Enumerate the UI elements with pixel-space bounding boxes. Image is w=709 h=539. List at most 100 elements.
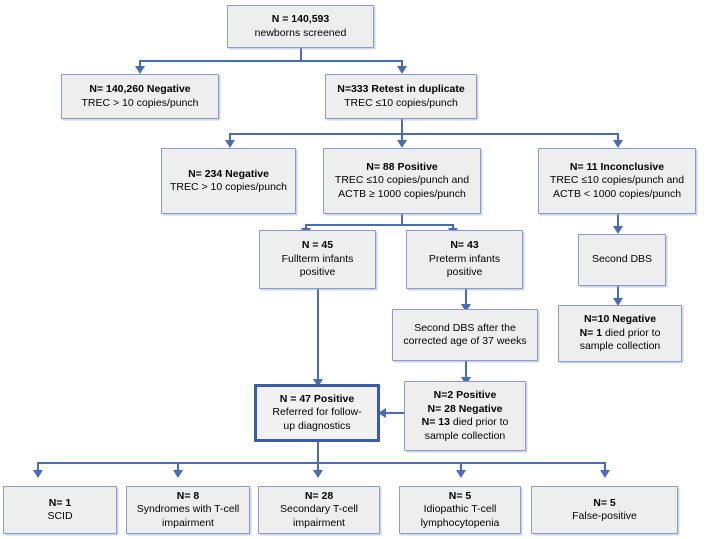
connector-pos47-stem	[317, 442, 319, 462]
connector-retest-b3	[617, 133, 619, 142]
node-line: up diagnostics	[283, 419, 351, 432]
node-line: N = 47 Positive	[279, 392, 355, 405]
node-line-composite: N= 13 died prior to	[422, 416, 509, 430]
node-secondary-t-cell[interactable]: N= 28 Secondary T-cell impairment	[258, 486, 380, 534]
node-line: SCID	[47, 510, 73, 522]
node-line: positive	[446, 266, 483, 279]
arrow-to-secondary	[313, 470, 323, 478]
arrow-to-positive-88	[397, 140, 407, 148]
node-line: Second DBS	[591, 253, 653, 266]
node-line: ACTB ≥ 1000 copies/punch	[338, 187, 466, 200]
node-line: TREC ≤10 copies/punch and	[549, 174, 685, 187]
arrow-to-false-positive	[600, 470, 610, 478]
node-line: ACTB < 1000 copies/punch	[552, 187, 682, 200]
connector-seconddbs-to-neg10	[617, 286, 619, 302]
node-preterm-43[interactable]: N= 43 Preterm infants positive	[406, 230, 523, 289]
node-positive-47-referred[interactable]: N = 47 Positive Referred for follow- up …	[254, 384, 380, 442]
node-second-dbs-37-weeks[interactable]: Second DBS after the corrected age of 37…	[392, 309, 538, 361]
node-false-positive[interactable]: N= 5 False-positive	[531, 486, 678, 534]
connector-retest-b2	[401, 133, 403, 142]
node-line: newborns screened	[254, 26, 347, 39]
connector-inconclusive-to-seconddbs	[617, 214, 619, 230]
node-newborns-screened[interactable]: N = 140,593 newborns screened	[227, 5, 374, 48]
node-line: N = 140,593	[271, 13, 330, 25]
arrow-left-to-positive-47	[378, 408, 386, 418]
node-scid[interactable]: N= 1 SCID	[3, 486, 117, 534]
connector-retest-b1	[229, 133, 231, 142]
connector-root-right-drop	[401, 60, 403, 68]
node-line: Referred for follow-	[272, 406, 362, 419]
node-line: N= 28	[304, 489, 334, 502]
node-line: impairment	[293, 516, 345, 529]
arrow-to-idiopathic	[456, 470, 466, 478]
connector-bottom-split	[37, 462, 604, 464]
node-line: sample collection	[424, 429, 506, 442]
connector-pos88-b2	[452, 224, 454, 230]
node-positive-88[interactable]: N= 88 Positive TREC ≤10 copies/punch and…	[323, 148, 481, 214]
node-line: TREC ≤10 copies/punch and	[334, 174, 470, 187]
arrow-to-retest	[397, 66, 407, 74]
node-line: sample collection	[579, 340, 661, 353]
node-line: N= 11 Inconclusive	[569, 160, 665, 173]
node-line: N= 43	[450, 239, 479, 252]
node-line: N= 8	[176, 489, 200, 502]
node-line-rest: died prior to	[602, 326, 661, 339]
node-line: TREC > 10 copies/punch	[81, 96, 199, 109]
node-negative-234[interactable]: N= 234 Negative TREC > 10 copies/punch	[161, 148, 296, 214]
connector-preterm-to-dbs37	[465, 289, 467, 309]
node-inconclusive-11[interactable]: N= 11 Inconclusive TREC ≤10 copies/punch…	[538, 148, 696, 214]
arrow-to-scid	[33, 470, 43, 478]
node-syndromes-t-cell[interactable]: N= 8 Syndromes with T-cell impairment	[126, 486, 250, 534]
node-line: N= 5	[448, 489, 472, 502]
connector-retest-split	[229, 133, 618, 135]
arrow-to-negative-first	[135, 66, 145, 74]
connector-bottom-b3	[317, 462, 319, 472]
node-line: Second DBS after the	[414, 321, 516, 334]
node-line: Secondary T-cell	[279, 503, 358, 516]
arrow-to-negative-234	[225, 140, 235, 148]
connector-retest-stem	[401, 119, 403, 133]
node-line: corrected age of 37 weeks	[403, 335, 527, 347]
node-line: N= 140,260 Negative	[89, 83, 191, 95]
node-second-dbs[interactable]: Second DBS	[578, 234, 666, 286]
node-line: N= 1	[48, 496, 72, 509]
node-line: lymphocytopenia	[420, 516, 500, 529]
node-line: N= 5	[593, 496, 616, 509]
node-line: Syndromes with T-cell	[136, 503, 240, 516]
arrow-to-second-dbs	[613, 226, 623, 234]
node-line-rest: died prior to	[449, 416, 509, 428]
node-idiopathic-t-cell[interactable]: N= 5 Idiopathic T-cell lymphocytopenia	[399, 486, 521, 534]
node-line-bold: N= 13	[421, 416, 450, 428]
node-line: TREC ≤10 copies/punch	[344, 96, 458, 109]
node-fullterm-45[interactable]: N = 45 Fullterm infants positive	[259, 230, 376, 289]
connector-pos88-stem	[401, 214, 403, 224]
connector-pos88-split	[305, 224, 453, 226]
connector-bottom-b1	[37, 462, 39, 472]
connector-pos88-b1	[305, 224, 307, 230]
node-line: TREC > 10 copies/punch	[169, 181, 288, 193]
node-line-composite: N= 1 died prior to	[580, 327, 661, 341]
node-line: N=10 Negative	[583, 313, 657, 326]
connector-fullterm-to-pos47	[317, 289, 319, 384]
node-positive-2[interactable]: N=2 Positive N= 28 Negative N= 13 died p…	[404, 381, 526, 451]
arrow-to-second-dbs-37w	[461, 304, 471, 312]
connector-root-left-drop	[139, 60, 141, 68]
node-line: N= 28 Negative	[427, 402, 503, 415]
node-negative-10[interactable]: N=10 Negative N= 1 died prior to sample …	[558, 305, 682, 362]
connector-bottom-b2	[177, 462, 179, 472]
connector-bottom-b5	[604, 462, 606, 472]
node-line: Fullterm infants	[281, 252, 354, 265]
node-line: N = 45	[301, 239, 334, 252]
node-line: Preterm infants	[428, 252, 501, 265]
connector-dbs37-to-pos2	[465, 361, 467, 383]
node-line: N= 234 Negative	[188, 167, 269, 180]
connector-bottom-b4	[460, 462, 462, 472]
node-line: impairment	[162, 516, 214, 529]
node-retest-duplicate[interactable]: N=333 Retest in duplicate TREC ≤10 copie…	[325, 74, 477, 119]
arrow-to-syndromes	[173, 470, 183, 478]
node-line-bold: N= 1	[579, 326, 603, 339]
node-negative-first[interactable]: N= 140,260 Negative TREC > 10 copies/pun…	[61, 74, 219, 119]
node-line: N= 88 Positive	[366, 160, 438, 173]
arrow-to-positive-47	[313, 379, 323, 387]
